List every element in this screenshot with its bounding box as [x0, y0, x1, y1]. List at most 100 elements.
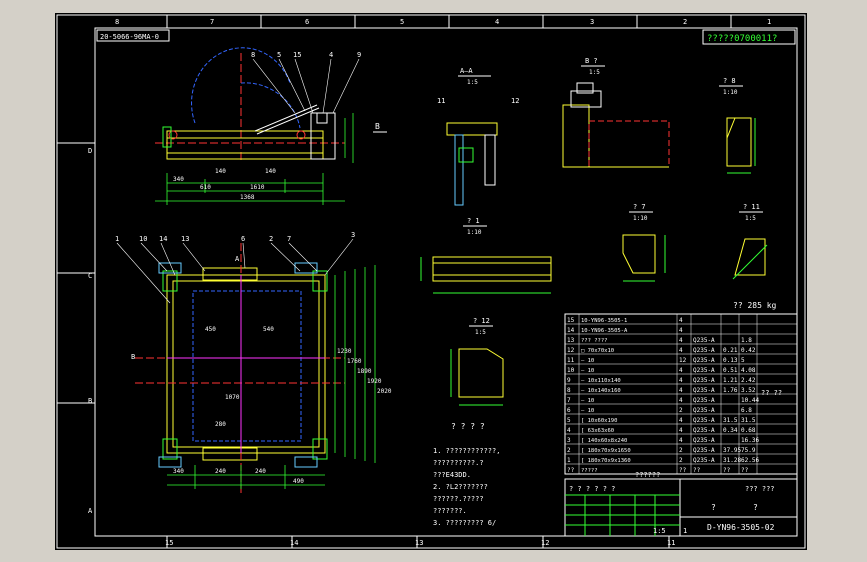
section-b-mark: B	[375, 122, 380, 131]
bom-cell: 0.42	[741, 347, 756, 354]
view-12: ? 12 1:5	[450, 317, 504, 406]
view-1-scale: 1:10	[467, 229, 482, 236]
tb-mark2: ?	[753, 503, 758, 512]
bom-cell: Q235-A	[693, 367, 715, 374]
view-11: ? 11 1:5	[732, 203, 768, 280]
bom-cell: 1	[567, 457, 571, 464]
drawing-number: D-YN96-3505-02	[707, 523, 775, 532]
bom-cell: Q235-A	[693, 437, 715, 444]
dim-label: 1610	[250, 184, 265, 191]
callout-1: 1	[115, 235, 119, 243]
dim-label: 1890	[357, 368, 372, 375]
callout-3: 3	[351, 231, 355, 239]
note-line: ???????.	[433, 507, 467, 515]
bom-cell: 31.28	[723, 457, 741, 464]
dim-label: 610	[200, 184, 211, 191]
dim-label: 1070	[225, 394, 240, 401]
dim-label: 240	[215, 468, 226, 475]
bom-cell: Q235-A	[693, 417, 715, 424]
dim-label: 540	[263, 326, 274, 333]
bom-cell: [ 180x70x9x1650	[581, 448, 631, 454]
view-7-title: ? 7	[633, 203, 646, 211]
grid-label-left: D	[88, 147, 92, 155]
datum-b-mark: B	[131, 353, 135, 361]
bom-cell: 4	[679, 417, 683, 424]
bom-cell: 4	[679, 427, 683, 434]
bom-cell: 4	[679, 317, 683, 324]
bom-cell: 2	[679, 407, 683, 414]
bom-cell: 14	[567, 327, 575, 334]
view-7: ? 7 1:10	[622, 203, 666, 282]
bom-cell: 0.13	[723, 357, 738, 364]
side-note: ?? ??	[761, 389, 782, 397]
note-line: 1. ????????????,	[433, 447, 500, 455]
bom-cell: 10-YN96-3505-A	[581, 328, 628, 334]
dim-label: 1760	[347, 358, 362, 365]
bom-cell: Q235-A	[693, 427, 715, 434]
dim-label: 1920	[367, 378, 382, 385]
top-elevation-view: 340 610 1610 1368 140 140 8 5 15 4 9 B	[155, 47, 387, 205]
bom-cell: [ 10x60x190	[581, 418, 617, 424]
grid-label-top: 5	[400, 18, 404, 26]
view-8-scale: 1:10	[723, 89, 738, 96]
dim-label: 340	[173, 468, 184, 475]
bom-cell: 0.34	[723, 427, 738, 434]
bom-cell: 2	[679, 457, 683, 464]
dim-label: 450	[205, 326, 216, 333]
bom-header-cell: ??	[723, 467, 731, 474]
bom-cell: 2.42	[741, 377, 756, 384]
bom-cell: 6	[567, 407, 571, 414]
bom-cell: 0.21	[723, 347, 738, 354]
tb-counter: ??? ???	[745, 485, 775, 493]
view-8: ? 8 1:10	[719, 77, 756, 174]
grid-label-top: 6	[305, 18, 309, 26]
bom-cell: Q235-A	[693, 387, 715, 394]
grid-label-left: A	[88, 507, 93, 515]
bom-cell: 4	[679, 337, 683, 344]
bom-cell: ??? ????	[581, 338, 608, 344]
bom-cell: 3.52	[741, 387, 756, 394]
callout-10: 10	[139, 235, 147, 243]
bom-cell: Q235-A	[693, 357, 715, 364]
grid-label-bottom: 12	[541, 539, 549, 547]
bom-cell: Q235-A	[693, 447, 715, 454]
callout-5: 5	[277, 51, 281, 59]
grid-label-top: 7	[210, 18, 214, 26]
bom-cell: 0.68	[741, 427, 756, 434]
bom-cell: 2	[679, 447, 683, 454]
callout-4: 4	[329, 51, 333, 59]
section-a-view: A—A 1:5 11 12	[437, 67, 519, 206]
bom-cell: 2	[567, 447, 571, 454]
bom-cell: Q235-A	[693, 457, 715, 464]
bom-header-cell: ??	[567, 467, 575, 474]
bom-cell: 12	[679, 357, 687, 364]
grid-label-top: 1	[767, 18, 771, 26]
bom-cell: 8	[567, 387, 571, 394]
bom-cell: 5	[567, 417, 571, 424]
grid-label-left: B	[88, 397, 92, 405]
inner-frame	[94, 27, 798, 537]
bom-cell: 4	[679, 387, 683, 394]
dim-label: 1230	[337, 348, 352, 355]
view-8-title: ? 8	[723, 77, 736, 85]
bom-cell: 4	[567, 427, 571, 434]
bom-cell: — 10	[581, 368, 594, 374]
tb-pages: 1	[683, 527, 687, 535]
bom-cell: 11	[567, 357, 575, 364]
bom-cell: 10.44	[741, 397, 759, 404]
tb-sum: ??????	[635, 471, 660, 479]
bom-cell: 15	[567, 317, 575, 324]
view-a-scale: 1:5	[467, 79, 478, 86]
tb-mark: ?	[711, 503, 716, 512]
view-12-title: ? 12	[473, 317, 490, 325]
note-line: ??????.?????	[433, 495, 484, 503]
drawing-svg: 8 7 6 5 4 3 2 1 15 14 13 12 11 D C B A 2…	[56, 14, 806, 549]
bom-cell: 7	[567, 397, 571, 404]
drawing-sheet: 8 7 6 5 4 3 2 1 15 14 13 12 11 D C B A 2…	[55, 13, 807, 550]
grid-label-bottom: 15	[165, 539, 173, 547]
grid-label-bottom: 14	[290, 539, 298, 547]
grid-ticks	[57, 15, 732, 548]
dim-label: 240	[255, 468, 266, 475]
dim-label: 1368	[240, 194, 255, 201]
